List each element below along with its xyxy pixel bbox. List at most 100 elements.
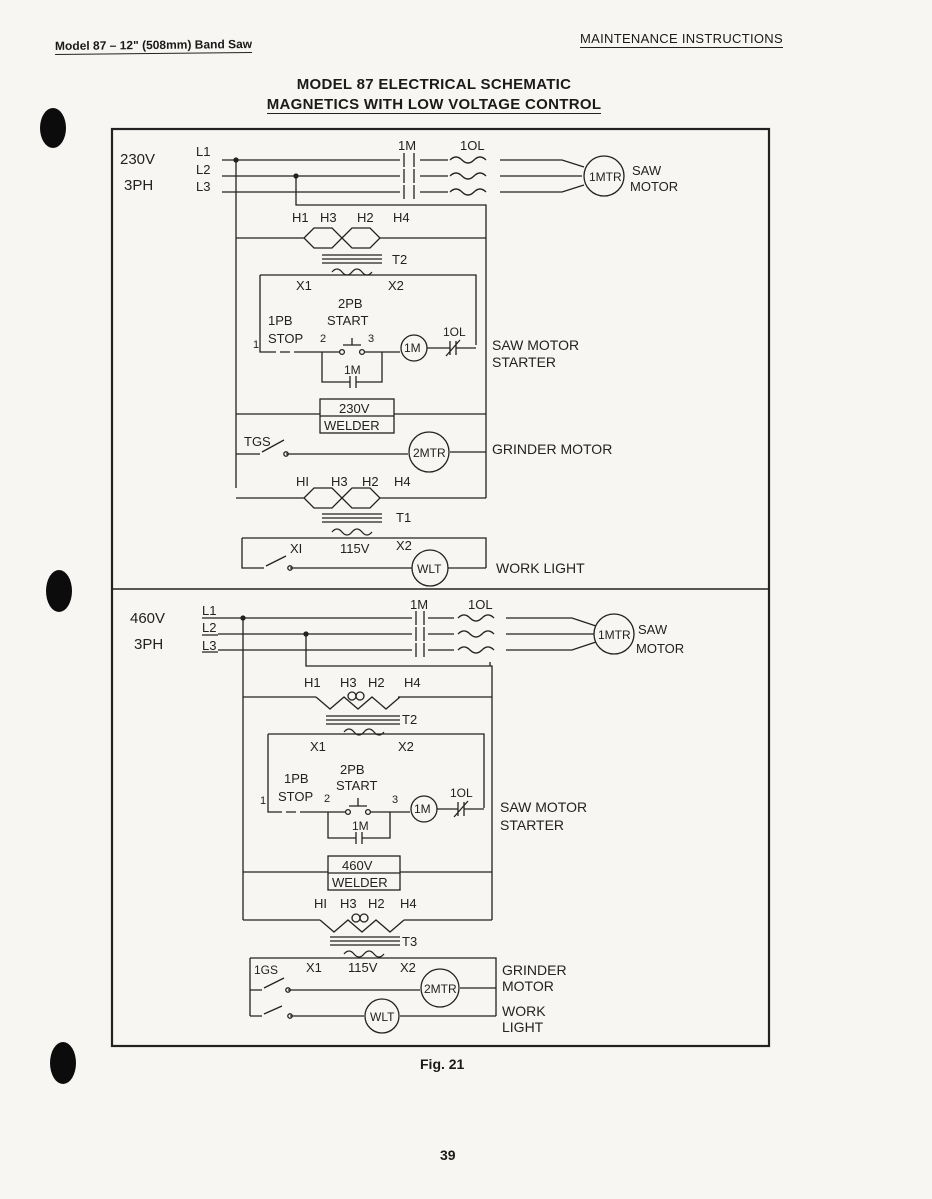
stop-pb-label: STOP xyxy=(268,331,303,346)
schematic-title: MODEL 87 ELECTRICAL SCHEMATIC xyxy=(296,76,572,93)
light-switch xyxy=(250,1005,496,1017)
stop-pb-id: 1PB xyxy=(284,771,309,786)
supply-phase: 3PH xyxy=(134,636,163,653)
holding-contact-label: 1M xyxy=(352,819,369,833)
work-light-id: WLT xyxy=(417,562,442,576)
t2-tap-h3: H3 xyxy=(340,675,357,690)
node-2: 2 xyxy=(320,333,326,345)
welder-voltage: 230V xyxy=(339,401,370,416)
grinder-motor-id: 2MTR xyxy=(413,446,446,460)
supply-voltage: 460V xyxy=(130,610,165,627)
secondary2-x2: X2 xyxy=(396,538,412,553)
saw-motor-label-2: MOTOR xyxy=(630,179,678,194)
binder-hole-top xyxy=(40,108,66,148)
secondary3-voltage: 115V xyxy=(348,960,378,975)
work-light-label: WORK LIGHT xyxy=(496,560,585,576)
header-section: MAINTENANCE INSTRUCTIONS xyxy=(580,31,783,48)
transformer-label: T2 xyxy=(402,712,417,727)
schematic-subtitle: MAGNETICS WITH LOW VOLTAGE CONTROL xyxy=(266,96,602,114)
t2-tap-h2: H2 xyxy=(357,210,374,225)
overload-label: 1OL xyxy=(460,138,485,153)
holding-contact xyxy=(321,352,383,388)
t3-tap-h3: H3 xyxy=(340,896,357,911)
supply-line-l1 xyxy=(222,159,585,168)
saw-motor-id: 1MTR xyxy=(598,628,631,642)
holding-contact-label: 1M xyxy=(344,363,361,377)
overload-1ol-elements xyxy=(457,614,495,654)
t2-tap-h1: H1 xyxy=(304,675,321,690)
control-feed-right xyxy=(305,634,493,920)
transformer-t2 xyxy=(236,227,486,276)
secondary-x2: X2 xyxy=(388,278,404,293)
contactor-1m-contacts xyxy=(403,153,415,199)
grinder-motor-symbol xyxy=(420,968,460,1008)
line-label-l3: L3 xyxy=(202,638,216,653)
t2-tap-h1: H1 xyxy=(292,210,309,225)
holding-contact xyxy=(327,812,391,844)
binder-hole-bottom xyxy=(50,1042,76,1084)
work-light-symbol xyxy=(364,998,400,1034)
secondary-x2: X2 xyxy=(398,739,414,754)
t1-tap-h4: H4 xyxy=(394,474,411,489)
node-3: 3 xyxy=(392,794,398,806)
welder-voltage: 460V xyxy=(342,858,373,873)
t3-tap-h4: H4 xyxy=(400,896,417,911)
line-label-l3: L3 xyxy=(196,179,210,194)
t2-tap-h2: H2 xyxy=(368,675,385,690)
grinder-label-1: GRINDER xyxy=(502,962,567,978)
ol-contact xyxy=(427,339,476,357)
contactor-1m-contacts xyxy=(415,611,425,657)
saw-motor-symbol xyxy=(583,155,625,197)
line-label-l2: L2 xyxy=(196,162,210,177)
transformer2-label: T1 xyxy=(396,510,411,525)
coil-label: 1M xyxy=(404,341,421,355)
figure-caption: Fig. 21 xyxy=(420,1056,465,1072)
grinder-motor-id: 2MTR xyxy=(424,982,457,996)
transformer-t3 xyxy=(243,913,492,958)
saw-motor-label-1: SAW xyxy=(638,622,668,637)
contactor-label: 1M xyxy=(410,597,428,612)
start-pb-label: START xyxy=(327,313,368,328)
saw-motor-id: 1MTR xyxy=(589,170,622,184)
start-pb-label: START xyxy=(336,778,377,793)
start-pb-id: 2PB xyxy=(340,762,365,777)
binder-hole-middle xyxy=(46,570,72,612)
secondary-x1: X1 xyxy=(296,278,312,293)
line-label-l1: L1 xyxy=(202,603,216,618)
saw-motor-label-2: MOTOR xyxy=(636,641,684,656)
overload-label: 1OL xyxy=(468,597,493,612)
node-1: 1 xyxy=(253,339,259,351)
work-light-id: WLT xyxy=(370,1010,395,1024)
supply-line-l1 xyxy=(218,617,597,627)
starter-label-2: STARTER xyxy=(500,817,564,833)
work-light-label-2: LIGHT xyxy=(502,1019,544,1035)
secondary2-x1: XI xyxy=(290,541,302,556)
stop-pb-label: STOP xyxy=(278,789,313,804)
secondary-x1: X1 xyxy=(310,739,326,754)
t2-tap-h4: H4 xyxy=(404,675,421,690)
page-number: 39 xyxy=(440,1147,456,1163)
transformer3-label: T3 xyxy=(402,934,417,949)
saw-motor-label-1: SAW xyxy=(632,163,662,178)
grinder-switch-label: TGS xyxy=(244,434,271,449)
ol-contact-label: 1OL xyxy=(443,325,466,339)
line-label-l2: L2 xyxy=(202,620,216,635)
grinder-switch-label: 1GS xyxy=(254,963,278,977)
ol-contact xyxy=(437,800,484,818)
grinder-label: GRINDER MOTOR xyxy=(492,441,612,457)
t1-tap-h1: HI xyxy=(296,474,309,489)
coil-label: 1M xyxy=(414,802,431,816)
starter-label-1: SAW MOTOR xyxy=(492,337,579,353)
control-feed-right xyxy=(295,176,487,498)
t1-tap-h2: H2 xyxy=(362,474,379,489)
saw-motor-symbol xyxy=(593,613,635,655)
grinder-switch xyxy=(236,439,486,455)
node-3: 3 xyxy=(368,333,374,345)
supply-phase: 3PH xyxy=(124,177,153,194)
secondary3-x1: X1 xyxy=(306,960,322,975)
stop-pb-id: 1PB xyxy=(268,313,293,328)
supply-line-l3 xyxy=(218,641,597,651)
grinder-switch xyxy=(250,977,496,991)
node-1: 1 xyxy=(260,795,266,807)
